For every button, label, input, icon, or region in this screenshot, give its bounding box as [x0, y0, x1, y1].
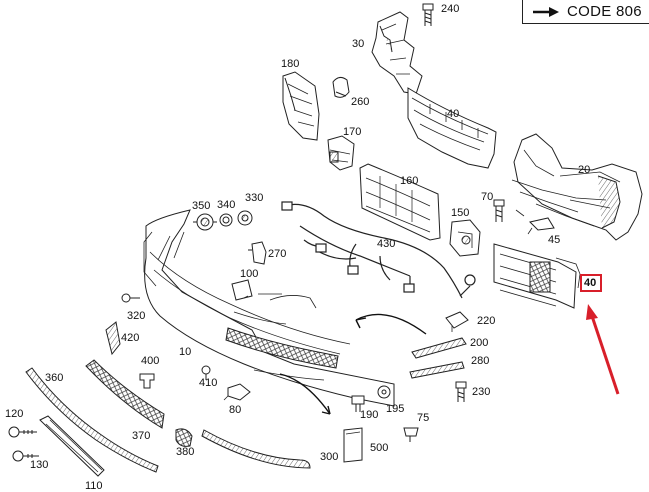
label-180[interactable]: 180 — [281, 58, 300, 70]
label-10[interactable]: 10 — [179, 346, 192, 358]
part-30-bracket — [371, 11, 423, 95]
part-170-bracket — [327, 135, 355, 171]
label-420[interactable]: 420 — [121, 332, 140, 344]
label-200[interactable]: 200 — [470, 337, 489, 349]
label-45[interactable]: 45 — [548, 234, 561, 246]
label-370[interactable]: 370 — [132, 430, 151, 442]
part-280-strip — [409, 361, 465, 379]
label-150[interactable]: 150 — [451, 207, 470, 219]
part-40-beam — [407, 87, 497, 169]
label-40[interactable]: 40 — [447, 108, 460, 120]
highlighted-part-40[interactable]: 40 — [580, 274, 602, 292]
part-130-bolt — [12, 450, 39, 462]
part-200-strip — [411, 337, 467, 359]
part-220-clip — [445, 311, 469, 332]
label-500[interactable]: 500 — [370, 442, 389, 454]
label-280[interactable]: 280 — [471, 355, 490, 367]
part-20-carrier — [511, 133, 643, 241]
label-320[interactable]: 320 — [127, 310, 146, 322]
part-420-cover — [105, 321, 121, 356]
code-text: CODE 806 — [567, 3, 642, 20]
part-380-cover — [175, 428, 193, 447]
label-160[interactable]: 160 — [400, 175, 419, 187]
part-430-harness — [281, 201, 476, 299]
part-75-clip — [403, 427, 419, 442]
part-40-grille — [493, 243, 581, 309]
part-10-bumper-cover — [143, 209, 395, 407]
label-30[interactable]: 30 — [352, 38, 365, 50]
assembly-arrows — [279, 313, 427, 415]
part-370-grille — [85, 359, 165, 429]
part-260-clip — [332, 76, 350, 98]
label-260[interactable]: 260 — [351, 96, 370, 108]
part-330-sensor — [237, 210, 253, 226]
part-340-sensor — [219, 213, 233, 227]
part-80-bracket — [223, 383, 251, 401]
label-430[interactable]: 430 — [377, 238, 396, 250]
label-195[interactable]: 195 — [386, 403, 405, 415]
label-230[interactable]: 230 — [472, 386, 491, 398]
part-180-bracket — [282, 71, 320, 141]
part-150-cover — [449, 219, 481, 257]
part-360-trim — [25, 367, 159, 473]
part-350-lamp-socket — [193, 213, 217, 231]
red-pointer-arrow — [586, 304, 620, 395]
label-330[interactable]: 330 — [245, 192, 264, 204]
part-300-trim — [201, 429, 311, 469]
label-110[interactable]: 110 — [85, 480, 103, 492]
label-360[interactable]: 360 — [45, 372, 64, 384]
label-220[interactable]: 220 — [477, 315, 496, 327]
label-20[interactable]: 20 — [578, 164, 591, 176]
part-120-bolt — [8, 426, 37, 438]
label-240[interactable]: 240 — [441, 3, 460, 15]
label-400[interactable]: 400 — [141, 355, 160, 367]
part-100-insert — [231, 279, 253, 301]
label-100[interactable]: 100 — [240, 268, 259, 280]
label-120[interactable]: 120 — [5, 408, 24, 420]
label-190[interactable]: 190 — [360, 409, 379, 421]
label-300[interactable]: 300 — [320, 451, 339, 463]
label-340[interactable]: 340 — [217, 199, 236, 211]
label-380[interactable]: 380 — [176, 446, 195, 458]
part-195-washer — [377, 385, 391, 399]
label-75[interactable]: 75 — [417, 412, 430, 424]
part-70-bolt — [493, 199, 505, 222]
part-160-frame — [359, 163, 441, 241]
label-170[interactable]: 170 — [343, 126, 362, 138]
label-410[interactable]: 410 — [199, 377, 218, 389]
part-320-clip — [121, 293, 140, 303]
part-270-clip — [248, 241, 267, 265]
label-80[interactable]: 80 — [229, 404, 242, 416]
label-70[interactable]: 70 — [481, 191, 494, 203]
part-45-clip — [515, 209, 555, 235]
part-240-bolt — [422, 3, 434, 26]
label-350[interactable]: 350 — [192, 200, 211, 212]
part-230-bolt — [455, 381, 467, 402]
part-400-clip — [139, 373, 155, 389]
highlight-label: 40 — [584, 277, 597, 289]
code-legend: CODE 806 — [522, 0, 649, 24]
label-270[interactable]: 270 — [268, 248, 287, 260]
label-130[interactable]: 130 — [30, 459, 49, 471]
part-110-plate-bracket — [39, 415, 105, 477]
part-410-clip — [201, 365, 211, 380]
part-500-plate — [343, 427, 363, 463]
part-190-bolt — [351, 395, 365, 412]
arrow-right-icon — [533, 7, 559, 17]
